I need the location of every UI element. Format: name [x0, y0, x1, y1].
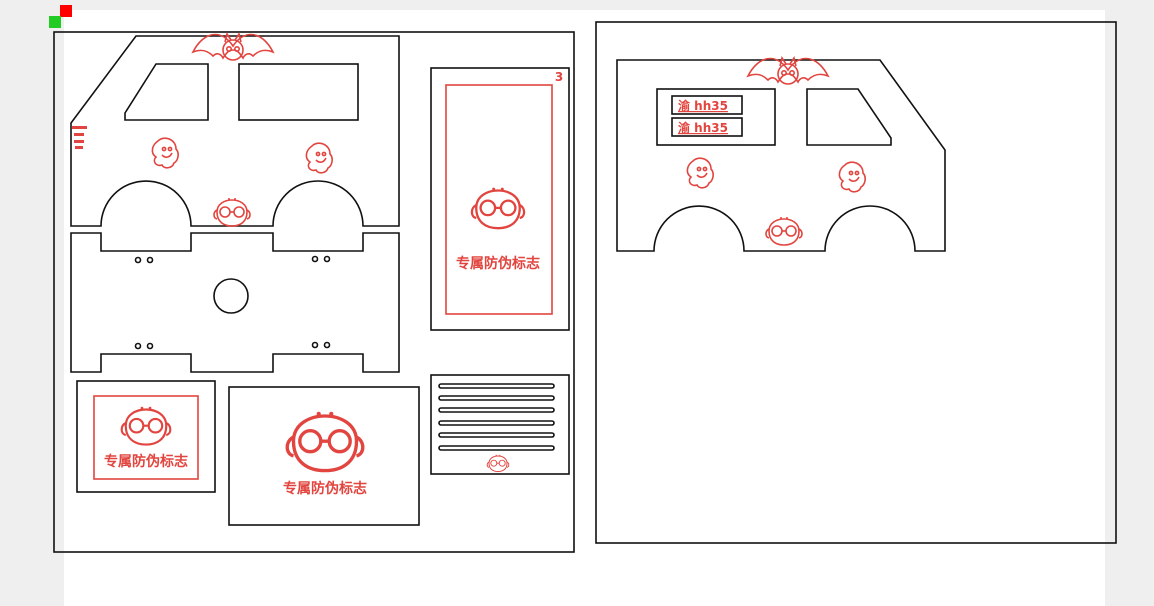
ghost-icon [151, 137, 179, 169]
small-vertical-plate [72, 126, 87, 149]
car-bottom-panel [70, 232, 400, 373]
right-sheet-border [595, 21, 1117, 544]
front-window [806, 88, 892, 146]
bat-icon [747, 57, 829, 85]
chick-mascot-icon [213, 197, 251, 227]
origin-marker-green-icon [49, 16, 61, 28]
ghost-icon [838, 161, 866, 193]
origin-marker-red-icon [60, 5, 72, 17]
part-number: 3 [555, 70, 563, 84]
small-label-panel: 专属防伪标志 [76, 380, 216, 493]
bat-icon [192, 33, 274, 61]
license-plate-2 [671, 117, 743, 137]
ghost-icon [686, 157, 714, 189]
car-side-panel [70, 33, 400, 227]
anti-counterfeit-text: 专属防伪标志 [104, 453, 188, 470]
chick-mascot-icon [765, 216, 803, 246]
medium-label-panel: 专属防伪标志 [228, 386, 420, 526]
chick-mascot-icon [470, 186, 526, 230]
license-plate-1 [671, 95, 743, 115]
tall-label-panel: 3 专属防伪标志 [430, 67, 570, 331]
chick-mascot-icon [486, 454, 510, 473]
front-window [238, 63, 359, 121]
grille-panel [430, 374, 570, 475]
anti-counterfeit-text: 专属防伪标志 [283, 480, 367, 497]
car-side-panel-mirrored: 渝 hh35 渝 hh35 [616, 57, 946, 252]
license-plate-text: 渝 hh35 [678, 98, 728, 113]
drawing-canvas [64, 10, 1105, 606]
license-plate-text: 渝 hh35 [678, 120, 728, 135]
chick-mascot-icon [285, 410, 365, 473]
ghost-icon [305, 142, 333, 174]
rear-window [124, 63, 209, 121]
axle-hole [213, 278, 249, 314]
anti-counterfeit-text: 专属防伪标志 [456, 255, 540, 272]
rear-window [656, 88, 776, 146]
chick-mascot-icon [120, 405, 172, 446]
left-sheet-border [53, 31, 575, 553]
